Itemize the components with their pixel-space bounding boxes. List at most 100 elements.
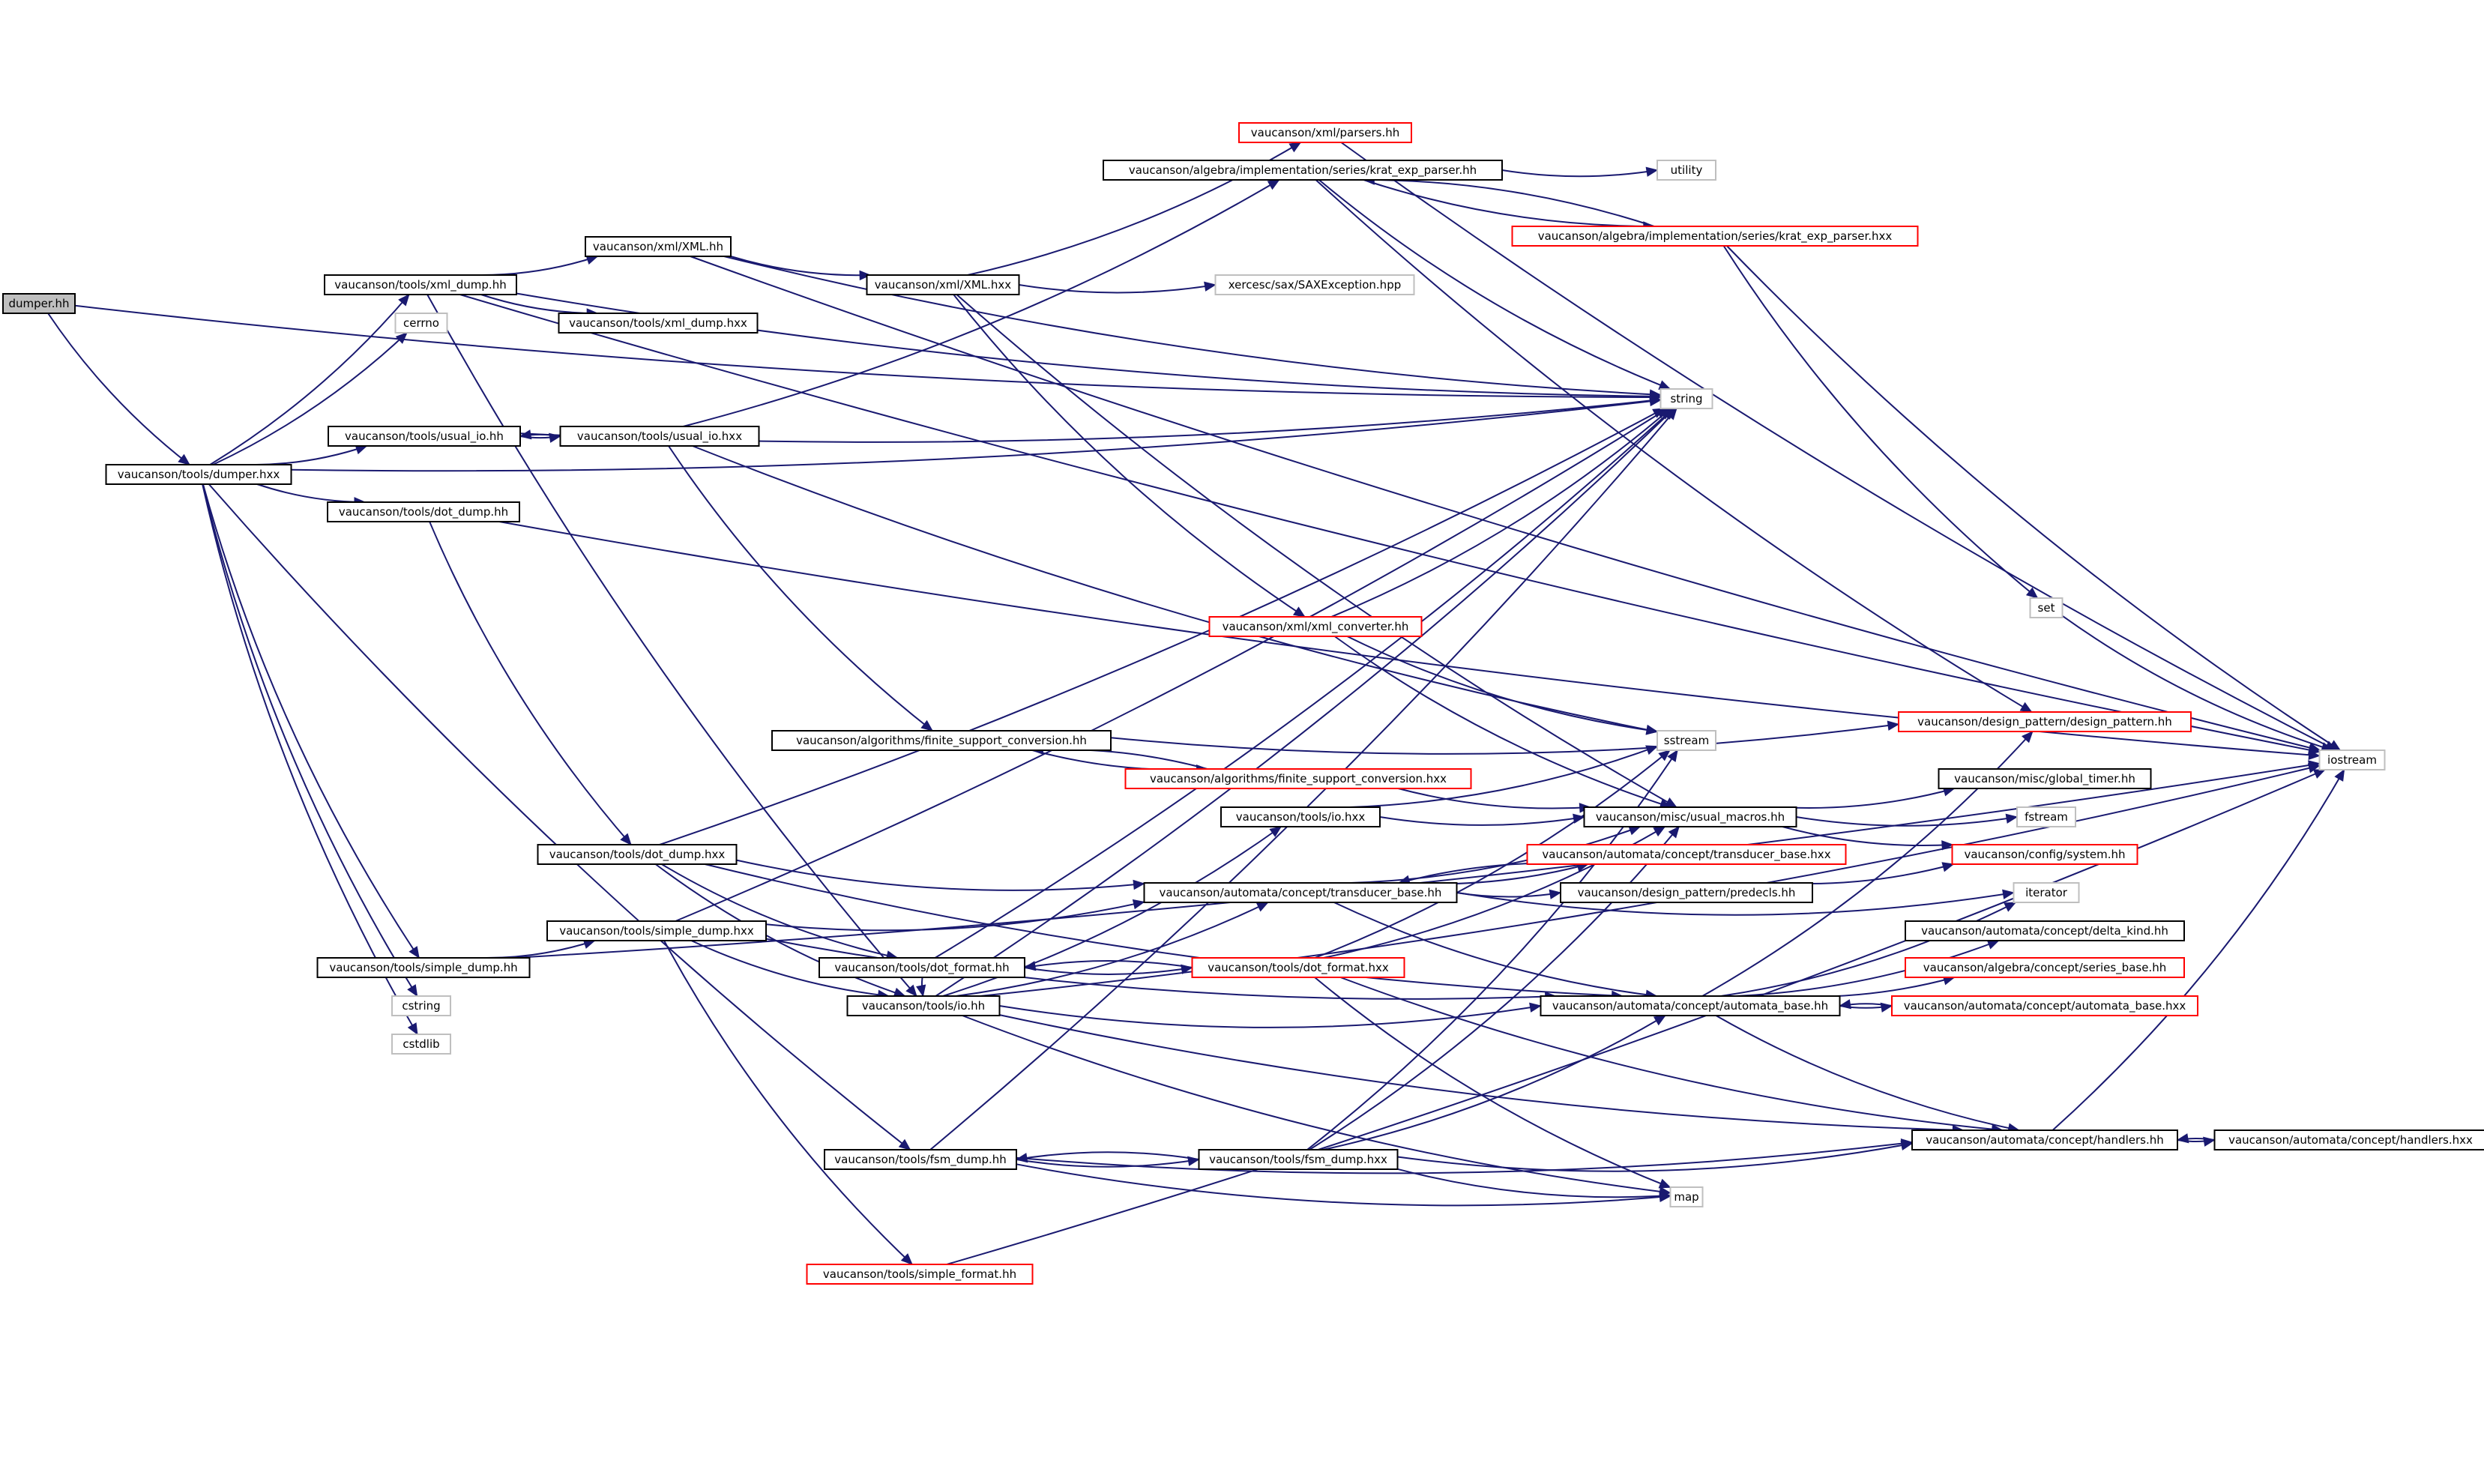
- edge-arrowhead: [1653, 1015, 1666, 1026]
- edge-automata_base_hxx-to-automata_base_hh: [1839, 999, 1893, 1010]
- edge-transducer_base_hh-to-predecls_hh: [1456, 889, 1562, 899]
- edge-usual_macros_hh-to-global_timer_hh: [1780, 786, 1956, 809]
- node-box: [1103, 160, 1503, 181]
- node-xml-XML-hh[interactable]: vaucanson/xml/XML.hh: [585, 236, 732, 257]
- node-dot-format-hxx[interactable]: vaucanson/tools/dot_format.hxx: [1191, 957, 1405, 978]
- node-automata-base-hh[interactable]: vaucanson/automata/concept/automata_base…: [1540, 995, 1841, 1016]
- edge-line: [1334, 636, 1671, 808]
- node-box: [391, 995, 451, 1016]
- edge-line: [1016, 1163, 1671, 1207]
- node-handlers-hxx[interactable]: vaucanson/automata/concept/handlers.hxx: [2213, 1129, 2484, 1150]
- node-usual-macros-hh[interactable]: vaucanson/misc/usual_macros.hh: [1583, 806, 1797, 827]
- node-design-pattern-hh[interactable]: vaucanson/design_pattern/design_pattern.…: [1898, 711, 2192, 732]
- node-transducer-base-hh[interactable]: vaucanson/automata/concept/transducer_ba…: [1143, 882, 1458, 903]
- edge-line: [429, 521, 632, 845]
- node-box: [1191, 957, 1405, 978]
- node-box: [1905, 957, 2185, 978]
- edge-line: [74, 304, 1661, 398]
- edge-arrowhead: [620, 833, 632, 845]
- edge-arrowhead: [2025, 587, 2039, 599]
- node-label: vaucanson/automata/concept/handlers.hxx: [2228, 1133, 2473, 1147]
- node-series-base-hh[interactable]: vaucanson/algebra/concept/series_base.hh: [1905, 957, 2185, 978]
- node-usual-io-hxx[interactable]: vaucanson/tools/usual_io.hxx: [559, 426, 760, 447]
- edge-line: [730, 256, 871, 277]
- node-krat-parser-hxx[interactable]: vaucanson/algebra/implementation/series/…: [1511, 226, 1919, 247]
- node-label: vaucanson/tools/fsm_dump.hh: [834, 1153, 1007, 1167]
- edge-line: [202, 483, 418, 997]
- node-box: [866, 274, 1020, 295]
- node-box: [558, 313, 759, 334]
- node-label: vaucanson/automata/concept/delta_kind.hh: [1921, 924, 2168, 938]
- node-fsc-hh[interactable]: vaucanson/algorithms/finite_support_conv…: [771, 730, 1112, 751]
- edge-line: [1016, 1159, 1199, 1168]
- node-xerces: xercesc/sax/SAXException.hpp: [1214, 274, 1415, 295]
- node-box: [585, 236, 732, 257]
- edge-line: [1314, 977, 1671, 1189]
- node-simple-dump-hxx[interactable]: vaucanson/tools/simple_dump.hxx: [546, 920, 767, 941]
- node-box: [391, 1034, 451, 1055]
- edge-fsm_dump_hh-to-handlers_hh: [1016, 1138, 1914, 1174]
- node-xml-dump-hxx[interactable]: vaucanson/tools/xml_dump.hxx: [558, 313, 759, 334]
- node-handlers-hh[interactable]: vaucanson/automata/concept/handlers.hh: [1911, 1129, 2178, 1150]
- node-usual-io-hh[interactable]: vaucanson/tools/usual_io.hh: [328, 426, 521, 447]
- node-simple-dump-hh[interactable]: vaucanson/tools/simple_dump.hh: [316, 957, 531, 978]
- node-box: [819, 957, 1025, 978]
- node-krat-parser-hh[interactable]: vaucanson/algebra/implementation/series/…: [1103, 160, 1503, 181]
- node-dumper-hh[interactable]: dumper.hh: [2, 293, 76, 314]
- edge-line: [2061, 615, 2333, 751]
- node-delta-kind-hh[interactable]: vaucanson/automata/concept/delta_kind.hh: [1905, 920, 2185, 941]
- edge-line: [1363, 179, 1654, 227]
- edge-arrowhead: [1986, 939, 2000, 950]
- edge-line: [661, 863, 898, 959]
- node-xml-converter-hh[interactable]: vaucanson/xml/xml_converter.hh: [1208, 616, 1423, 637]
- node-box: [1659, 388, 1713, 409]
- edge-arrowhead: [1658, 380, 1671, 390]
- node-box: [1511, 226, 1919, 247]
- node-config-system-hh[interactable]: vaucanson/config/system.hh: [1951, 844, 2138, 865]
- node-global-timer-hh[interactable]: vaucanson/misc/global_timer.hh: [1938, 768, 2152, 789]
- node-xml-dump-hh[interactable]: vaucanson/tools/xml_dump.hh: [324, 274, 517, 295]
- edge-dumper_hxx-to-cerrno: [212, 332, 408, 465]
- node-predecls-hh[interactable]: vaucanson/design_pattern/predecls.hh: [1560, 882, 1813, 903]
- edge-line: [1501, 169, 1658, 178]
- node-io-hh[interactable]: vaucanson/tools/io.hh: [846, 995, 1001, 1016]
- edge-line: [256, 445, 367, 465]
- node-dot-dump-hxx[interactable]: vaucanson/tools/dot_dump.hxx: [537, 844, 738, 865]
- node-fsm-dump-hh[interactable]: vaucanson/tools/fsm_dump.hh: [824, 1149, 1017, 1170]
- node-label: map: [1674, 1190, 1698, 1204]
- node-automata-base-hxx[interactable]: vaucanson/automata/concept/automata_base…: [1891, 995, 2198, 1016]
- node-box: [2029, 597, 2064, 618]
- edge-fsm_dump_hxx-to-fsm_dump_hh: [1015, 1151, 1199, 1163]
- edge-usual_io_hxx-to-fsc_hh: [668, 445, 934, 732]
- edge-xml_converter_hh-to-usual_macros_hh: [1334, 636, 1672, 809]
- node-transducer-base-hxx[interactable]: vaucanson/automata/concept/transducer_ba…: [1526, 844, 1847, 865]
- edge-xml_XML_hh-to-string: [723, 256, 1662, 399]
- edge-line: [1736, 940, 1999, 997]
- edge-fsm_dump_hxx-to-automata_base_hh: [1322, 1015, 1666, 1150]
- node-fsm-dump-hxx[interactable]: vaucanson/tools/fsm_dump.hxx: [1198, 1149, 1399, 1170]
- node-dumper-hxx[interactable]: vaucanson/tools/dumper.hxx: [105, 464, 292, 485]
- node-label: vaucanson/design_pattern/design_pattern.…: [1917, 715, 2172, 729]
- edge-line: [256, 483, 366, 503]
- node-dot-dump-hh[interactable]: vaucanson/tools/dot_dump.hh: [327, 501, 520, 522]
- edge-usual_macros_hh-to-config_system_hh: [1782, 826, 1954, 851]
- node-fsc-hxx[interactable]: vaucanson/algorithms/finite_support_conv…: [1124, 768, 1472, 789]
- node-box: [1540, 995, 1841, 1016]
- edge-xml_XML_hh-to-xml_XML_hxx: [730, 256, 872, 281]
- edge-krat_parser_hh-to-krat_parser_hxx: [1363, 179, 1656, 232]
- edge-krat_parser_hh-to-utility: [1501, 166, 1659, 178]
- node-io-hxx[interactable]: vaucanson/tools/io.hxx: [1220, 806, 1381, 827]
- node-xml-XML-hxx[interactable]: vaucanson/xml/XML.hxx: [866, 274, 1020, 295]
- node-box: [1143, 882, 1458, 903]
- edge-arrowhead: [2328, 740, 2342, 751]
- edge-dumper_hxx-to-cstring: [202, 483, 418, 998]
- edge-arrowhead: [916, 984, 926, 998]
- edge-arrowhead: [1649, 389, 1662, 399]
- node-dot-format-hh[interactable]: vaucanson/tools/dot_format.hh: [819, 957, 1025, 978]
- node-box: [1583, 806, 1797, 827]
- node-parsers-hh[interactable]: vaucanson/xml/parsers.hh: [1238, 122, 1412, 143]
- node-label: vaucanson/tools/simple_format.hh: [823, 1267, 1016, 1282]
- edge-automata_base_hh-to-iterator: [1720, 902, 2017, 997]
- edge-arrowhead: [407, 984, 418, 998]
- node-simple-format-hh[interactable]: vaucanson/tools/simple_format.hh: [806, 1264, 1034, 1285]
